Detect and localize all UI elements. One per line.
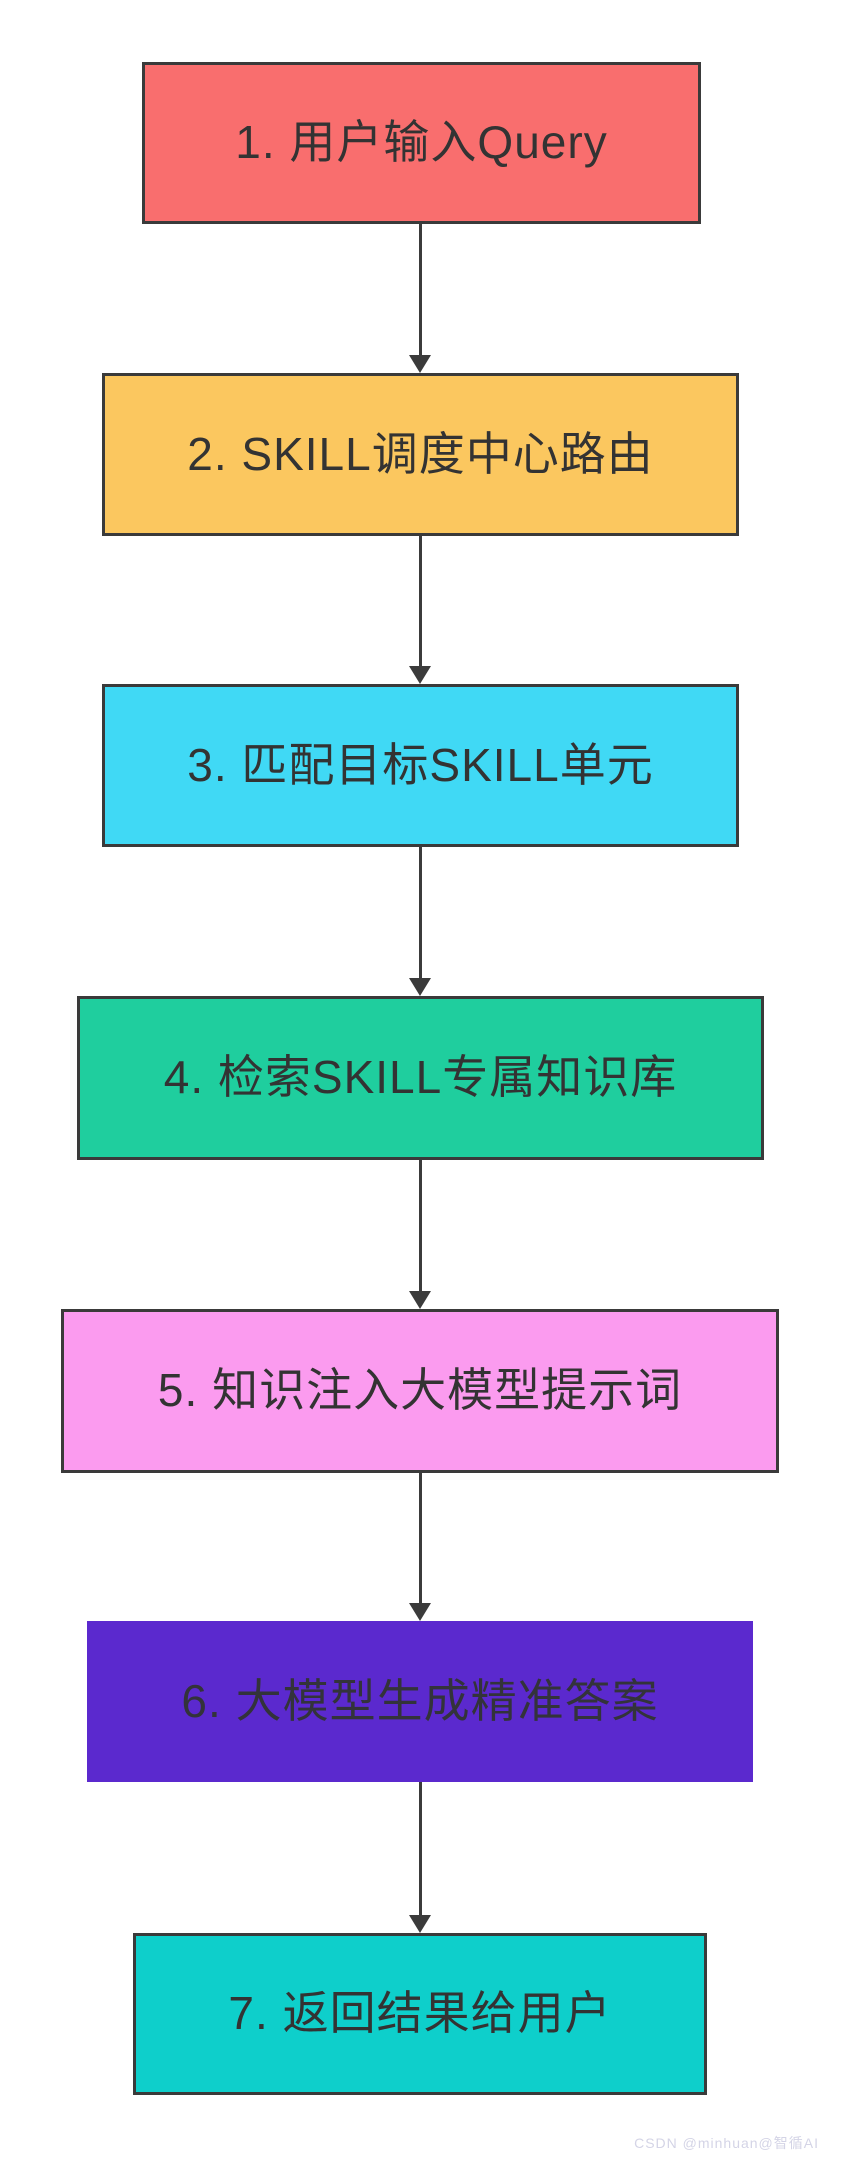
flow-step-4: 4. 检索SKILL专属知识库: [77, 996, 764, 1160]
arrow-down-icon: [409, 1915, 431, 1933]
arrow-line: [419, 847, 422, 981]
flow-step-3-label: 3. 匹配目标SKILL单元: [187, 738, 654, 791]
flow-step-5: 5. 知识注入大模型提示词: [61, 1309, 779, 1473]
flow-step-6: 6. 大模型生成精准答案: [87, 1621, 753, 1782]
arrow-line: [419, 1782, 422, 1918]
connector-2: [409, 536, 432, 684]
connector-5: [409, 1473, 432, 1621]
flow-step-6-label: 6. 大模型生成精准答案: [181, 1674, 659, 1727]
arrow-down-icon: [409, 666, 431, 684]
arrow-down-icon: [409, 978, 431, 996]
arrow-line: [419, 536, 422, 669]
connector-3: [409, 847, 432, 996]
watermark: CSDN @minhuan@智循AI: [634, 2135, 819, 2151]
flow-step-7: 7. 返回结果给用户: [133, 1933, 707, 2095]
arrow-down-icon: [409, 355, 431, 373]
flow-step-1: 1. 用户输入Query: [142, 62, 701, 224]
flow-step-2: 2. SKILL调度中心路由: [102, 373, 739, 536]
arrow-line: [419, 1160, 422, 1294]
flow-step-2-label: 2. SKILL调度中心路由: [187, 427, 654, 480]
arrow-down-icon: [409, 1603, 431, 1621]
arrow-down-icon: [409, 1291, 431, 1309]
flow-step-7-label: 7. 返回结果给用户: [228, 1987, 612, 2040]
connector-6: [409, 1782, 432, 1933]
arrow-line: [419, 224, 422, 358]
connector-1: [409, 224, 432, 373]
flow-step-3: 3. 匹配目标SKILL单元: [102, 684, 739, 847]
flow-step-1-label: 1. 用户输入Query: [235, 116, 608, 169]
flow-step-5-label: 5. 知识注入大模型提示词: [157, 1364, 683, 1417]
flow-step-4-label: 4. 检索SKILL专属知识库: [163, 1051, 678, 1104]
connector-4: [409, 1160, 432, 1309]
arrow-line: [419, 1473, 422, 1606]
